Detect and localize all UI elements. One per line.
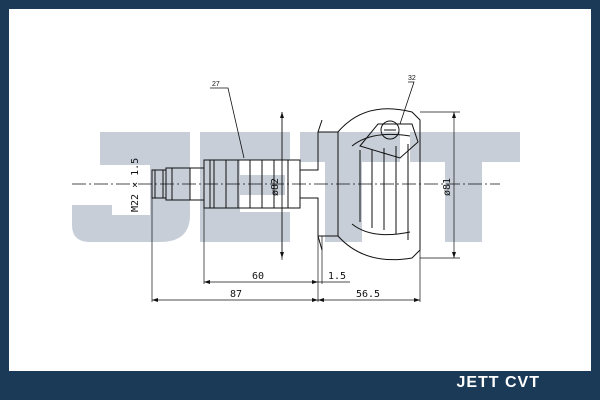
dim-label-81: ø81 [442,178,453,196]
watermark-letter-j [72,132,190,242]
dim-label-1-5: 1.5 [328,271,346,282]
leader-32 [399,81,415,125]
watermark-logo [72,132,520,242]
dim-label-82: ø82 [270,178,281,196]
bell-housing [337,108,421,261]
footer-brand-label: JETT CVT [456,374,540,391]
watermark-letter-t2 [410,132,520,242]
leader-27 [210,87,245,159]
dim-label-60: 60 [252,271,264,282]
shaft [203,159,301,209]
watermark-letter-t1 [300,132,400,242]
callout-27: 27 [212,81,220,88]
thread-label: M22 × 1.5 [130,158,141,212]
callout-32: 32 [408,75,416,82]
arrowheads [152,112,456,302]
dim-label-87: 87 [230,289,242,300]
dim-label-56-5: 56.5 [356,289,380,300]
